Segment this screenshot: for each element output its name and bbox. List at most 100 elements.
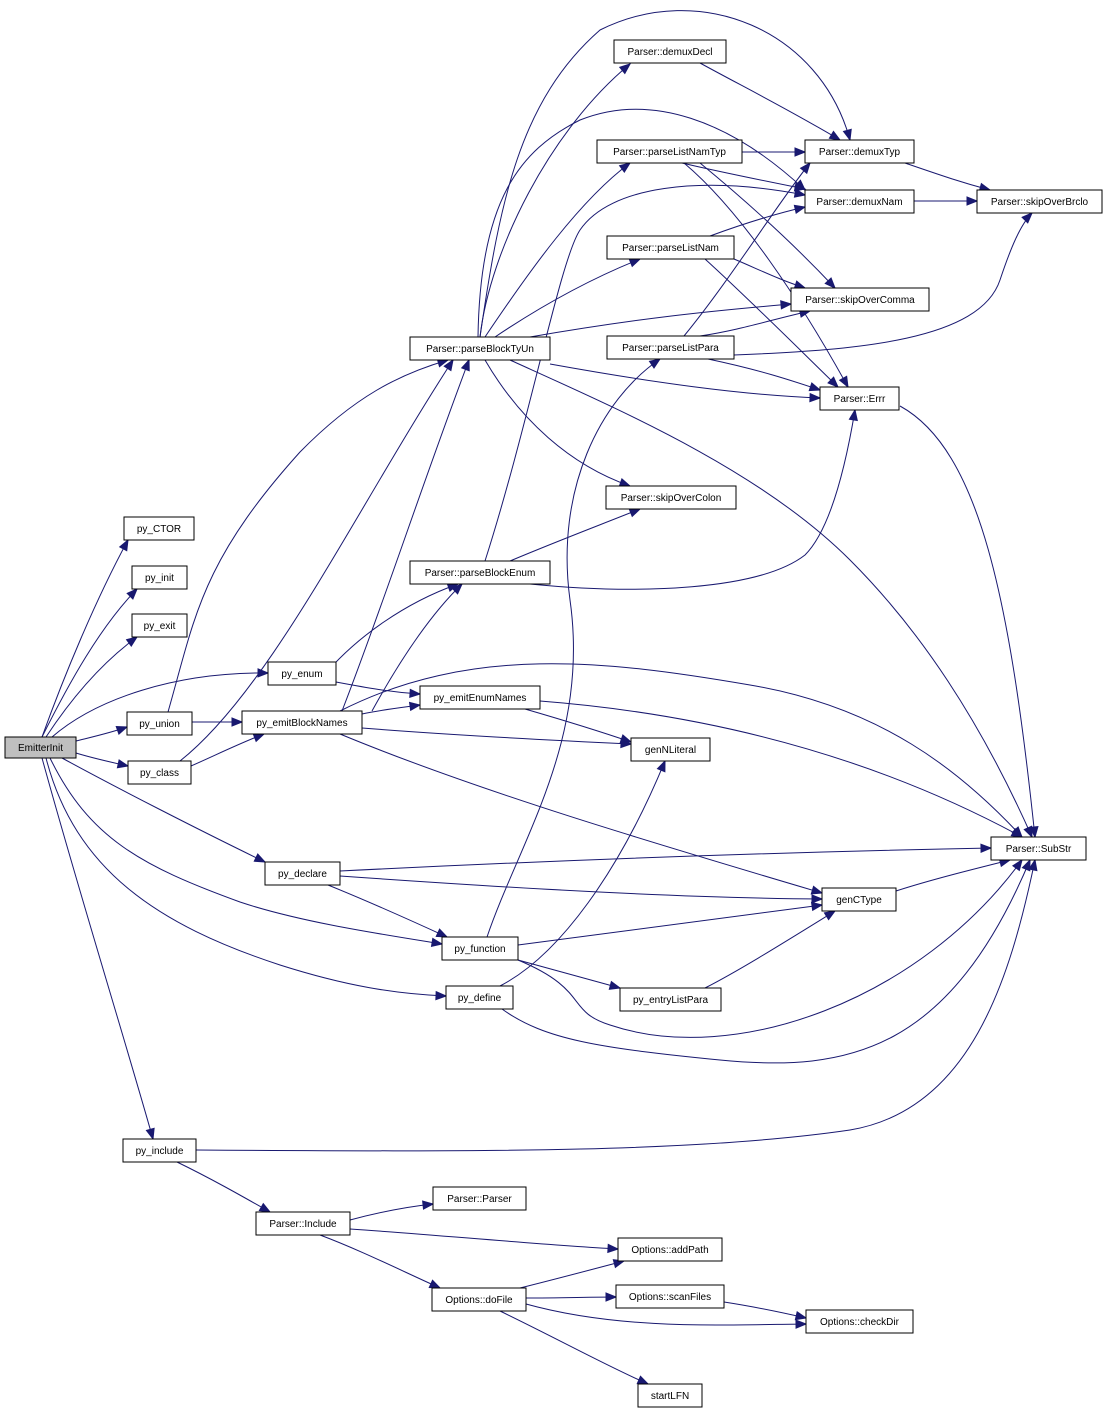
node-skipovercolon[interactable]: Parser::skipOverColon [605, 485, 737, 510]
node-startlfn[interactable]: startLFN [637, 1383, 703, 1408]
edge-parseblocktyun-to-parselistnam [494, 258, 642, 338]
node-parselistnamtyp[interactable]: Parser::parseListNamTyp [596, 139, 743, 164]
edge-py_declare-to-substr [339, 843, 993, 872]
node-parseblocktyun[interactable]: Parser::parseBlockTyUn [409, 336, 551, 361]
edge-line [899, 405, 1036, 838]
node-py_emitblocknames[interactable]: py_emitBlockNames [241, 710, 363, 735]
edge-parselistpara-to-errr [707, 358, 822, 392]
edge-emitterinit-to-py_init [41, 588, 138, 738]
node-dofile[interactable]: Options::doFile [431, 1287, 527, 1312]
arrowhead-icon [618, 478, 632, 488]
node-box [819, 386, 900, 411]
node-box [805, 1309, 914, 1334]
node-py_union[interactable]: py_union [126, 711, 193, 736]
edge-line [733, 258, 806, 289]
node-box [821, 887, 897, 912]
node-py_ctor[interactable]: py_CTOR [123, 516, 195, 541]
arrowhead-icon [808, 382, 822, 392]
node-errr[interactable]: Parser::Errr [819, 386, 900, 411]
node-label: genNLiteral [645, 745, 696, 756]
node-genctype[interactable]: genCType [821, 887, 897, 912]
edge-py_emitblocknames-to-gennliteral [361, 727, 633, 749]
node-py_class[interactable]: py_class [127, 760, 192, 785]
node-label: py_class [140, 768, 179, 779]
node-label: Options::doFile [445, 1295, 513, 1306]
node-include[interactable]: Parser::Include [255, 1211, 351, 1236]
edge-line [51, 672, 269, 738]
node-emitterinit[interactable]: EmitterInit [4, 736, 77, 759]
node-box [131, 613, 188, 638]
node-parselistpara[interactable]: Parser::parseListPara [606, 335, 735, 360]
node-demuxtyp[interactable]: Parser::demuxTyp [804, 139, 915, 164]
node-box [432, 1186, 527, 1211]
edge-line [339, 733, 823, 894]
arrowhead-icon [435, 990, 448, 1001]
arrowhead-icon [648, 358, 662, 369]
node-py_function[interactable]: py_function [441, 936, 519, 961]
node-label: py_include [136, 1146, 184, 1157]
node-py_exit[interactable]: py_exit [131, 613, 188, 638]
arrowhead-icon [842, 128, 852, 142]
node-label: py_union [139, 719, 180, 730]
node-box [613, 39, 727, 64]
arrowhead-icon [618, 63, 632, 75]
node-substr[interactable]: Parser::SubStr [990, 836, 1087, 861]
arrowhead-icon [824, 277, 836, 289]
node-py_enum[interactable]: py_enum [267, 661, 337, 686]
arrowhead-icon [780, 300, 793, 310]
arrowhead-icon [435, 928, 449, 938]
arrowhead-icon [422, 1200, 435, 1210]
node-label: py_declare [278, 869, 327, 880]
edge-line [707, 358, 821, 391]
edge-dofile-to-checkdir [525, 1303, 808, 1329]
edge-parselistnam-to-errr [704, 258, 839, 388]
arrowhead-icon [794, 1311, 808, 1321]
node-box [804, 139, 915, 164]
edge-line [509, 508, 641, 562]
node-skipoverbrclo[interactable]: Parser::skipOverBrclo [976, 189, 1103, 214]
edge-line [529, 409, 856, 590]
edge-line [167, 359, 449, 713]
node-py_declare[interactable]: py_declare [264, 861, 341, 886]
node-box [409, 336, 551, 361]
arrowhead-icon [430, 937, 444, 948]
arrowhead-icon [823, 910, 837, 921]
edge-line [339, 663, 1023, 838]
node-label: Parser::parseListNamTyp [613, 147, 726, 158]
arrowhead-icon [828, 130, 842, 141]
edge-py_function-to-genctype [517, 901, 824, 946]
node-py_init[interactable]: py_init [131, 565, 188, 590]
edge-line [41, 539, 129, 738]
edge-py_emitblocknames-to-genctype [339, 733, 824, 895]
edge-py_enum-to-py_emitenumnames [335, 681, 422, 699]
edge-parselistpara-to-demuxtyp [683, 161, 811, 337]
node-demuxdecl[interactable]: Parser::demuxDecl [613, 39, 727, 64]
edge-line [484, 162, 631, 338]
arrowhead-icon [811, 894, 824, 904]
edge-line [45, 757, 447, 997]
node-label: py_enum [281, 669, 322, 680]
arrowhead-icon [1029, 826, 1039, 839]
arrowhead-icon [605, 1292, 618, 1302]
node-label: Parser::parseBlockTyUn [426, 344, 534, 355]
node-parselistnam[interactable]: Parser::parseListNam [606, 235, 735, 260]
arrowhead-icon [1028, 858, 1038, 872]
node-py_include[interactable]: py_include [122, 1138, 197, 1163]
node-skipovercomma[interactable]: Parser::skipOverComma [790, 287, 930, 312]
node-addpath[interactable]: Options::addPath [617, 1237, 723, 1262]
node-demuxnam[interactable]: Parser::demuxNam [804, 189, 915, 214]
node-py_emitenumnames[interactable]: py_emitEnumNames [419, 685, 541, 710]
node-box [123, 516, 195, 541]
node-scanfiles[interactable]: Options::scanFiles [615, 1284, 725, 1309]
node-label: Parser::demuxNam [816, 197, 902, 208]
node-parseblockenum[interactable]: Parser::parseBlockEnum [409, 560, 551, 585]
edge-py_function-to-parselistpara [486, 358, 662, 938]
arrowhead-icon [145, 1127, 155, 1141]
edge-py_include-to-substr [195, 858, 1038, 1152]
node-py_entrylistpara[interactable]: py_entryListPara [619, 987, 722, 1012]
node-parser_ctor[interactable]: Parser::Parser [432, 1186, 527, 1211]
node-checkdir[interactable]: Options::checkDir [805, 1309, 914, 1334]
node-py_define[interactable]: py_define [445, 985, 514, 1010]
node-gennliteral[interactable]: genNLiteral [630, 737, 711, 762]
